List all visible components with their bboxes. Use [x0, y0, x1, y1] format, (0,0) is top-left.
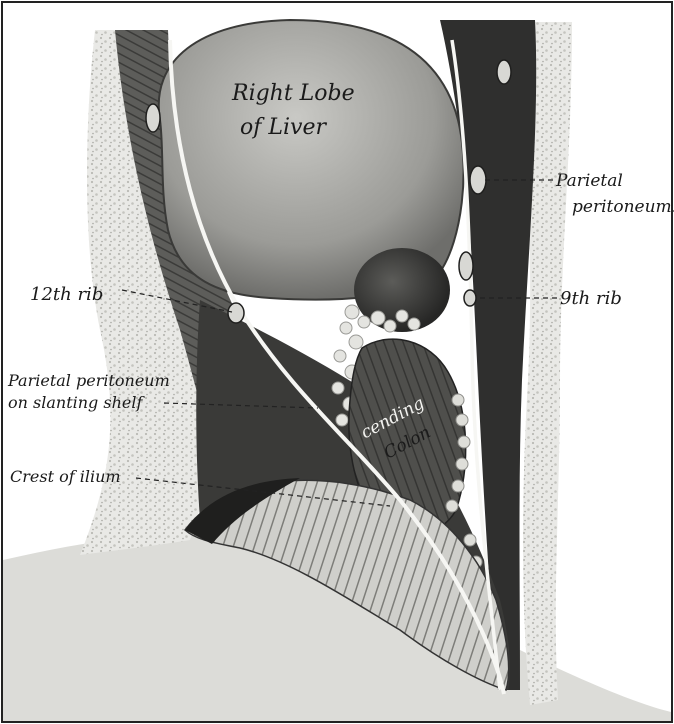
label-liver-line1: Right Lobe — [231, 81, 355, 106]
label-shelf-line1: Parietal peritoneum — [7, 371, 170, 390]
label-12th-rib: 12th rib — [30, 284, 103, 305]
rib-oval-12th — [228, 303, 244, 323]
rib-oval-right-lower — [459, 252, 473, 280]
label-parietal-peritoneum-line2: peritoneum. — [572, 197, 674, 217]
label-crest-of-ilium: Crest of ilium — [10, 467, 121, 486]
rib-oval-9th — [464, 290, 476, 306]
rib-oval-right-mid — [470, 166, 486, 194]
rib-oval-right-top — [497, 60, 511, 84]
label-parietal-peritoneum-line1: Parietal — [555, 171, 623, 191]
label-shelf-line2: on slanting shelf — [8, 393, 145, 412]
label-liver-line2: of Liver — [240, 115, 327, 140]
label-9th-rib: 9th rib — [560, 288, 622, 309]
rib-oval-left-upper — [146, 104, 160, 132]
